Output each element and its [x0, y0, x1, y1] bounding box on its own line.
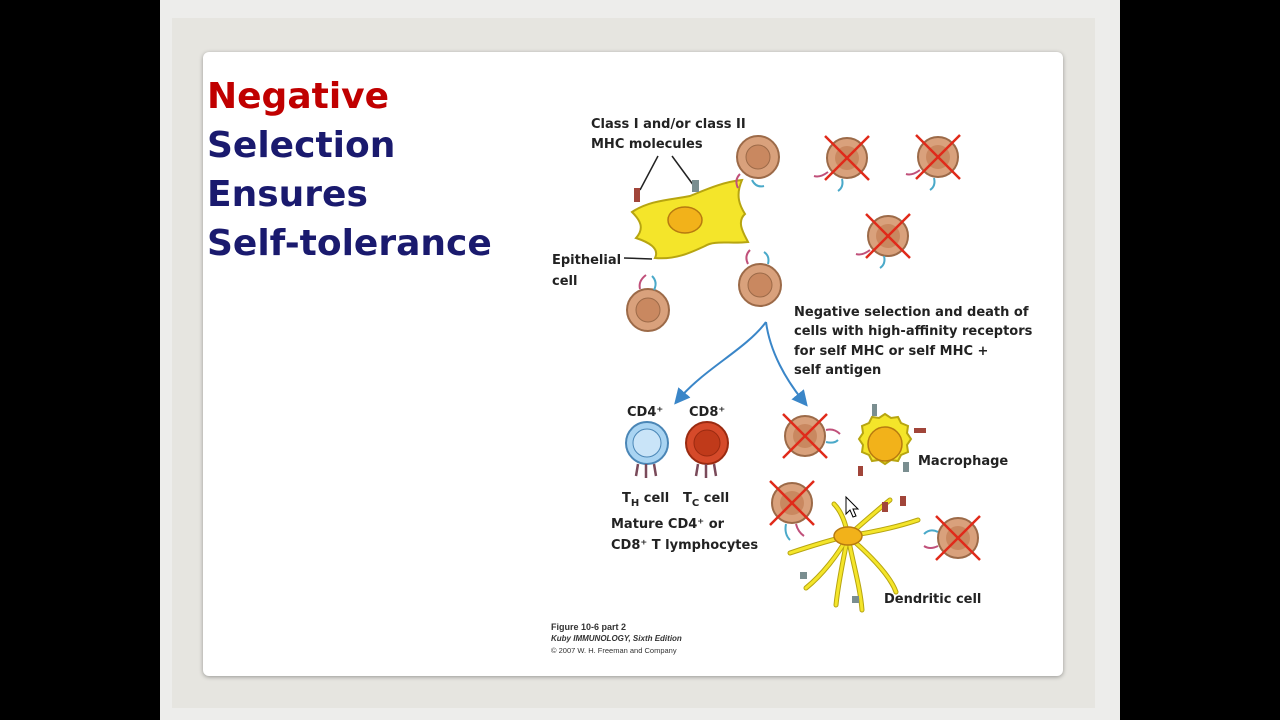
- tc-cell: [685, 421, 729, 478]
- epithelial-label-line1: Epithelial: [552, 253, 621, 268]
- epithelial-nucleus: [667, 206, 703, 234]
- th-tail: cell: [639, 491, 669, 506]
- title-selection: Selection: [207, 125, 396, 166]
- negative-selection-line4: self antigen: [794, 363, 881, 378]
- mhc-pointer-left: [639, 155, 659, 191]
- dendritic-label: Dendritic cell: [884, 592, 981, 607]
- caption-line3: © 2007 W. H. Freeman and Company: [551, 646, 677, 655]
- mhc-molecule-icon: [634, 188, 640, 202]
- caption-line2: Kuby IMMUNOLOGY, Sixth Edition: [551, 634, 682, 643]
- negative-selection-line2: cells with high-affinity receptors: [794, 324, 1033, 339]
- epithelial-pointer: [623, 257, 653, 260]
- th-main: T: [622, 491, 631, 506]
- tc-tail: cell: [699, 491, 729, 506]
- dying-thymocyte: [905, 134, 961, 191]
- x-mark-icon: [915, 134, 961, 180]
- cd8-label: CD8⁺: [689, 405, 725, 420]
- mhc-label-line2: MHC molecules: [591, 137, 703, 152]
- thymocyte-cell: [735, 135, 780, 189]
- dying-thymocyte: [813, 135, 870, 192]
- title-ensures: Ensures: [207, 174, 368, 215]
- caption-line1: Figure 10-6 part 2: [551, 622, 626, 632]
- x-mark-icon: [782, 413, 828, 459]
- th-cell: [625, 421, 669, 478]
- th-cell-label: TH cell: [622, 491, 669, 509]
- dying-thymocyte: [769, 480, 815, 541]
- tc-main: T: [683, 491, 692, 506]
- macrophage-label: Macrophage: [918, 454, 1008, 469]
- mature-label-line2: CD8⁺ T lymphocytes: [611, 538, 758, 553]
- negative-selection-line3: for self MHC or self MHC +: [794, 344, 988, 359]
- negative-selection-line1: Negative selection and death of: [794, 305, 1029, 320]
- macrophage-cell: [857, 404, 926, 476]
- title-self-tolerance: Self-tolerance: [207, 223, 492, 264]
- arrow-to-mature-icon: [674, 321, 767, 405]
- mhc-pointer-right: [671, 155, 695, 187]
- mhc-molecule-icon: [852, 596, 859, 603]
- tc-sub: C: [692, 498, 699, 509]
- x-mark-icon: [935, 515, 981, 561]
- title-negative: Negative: [207, 76, 390, 117]
- cd4-label: CD4⁺: [627, 405, 663, 420]
- thymocyte-cell: [626, 274, 670, 332]
- mouse-cursor-icon: [845, 495, 860, 518]
- mature-label-line1: Mature CD4⁺ or: [611, 517, 725, 532]
- mhc-molecule-icon: [692, 180, 699, 192]
- dendritic-nucleus: [833, 526, 863, 546]
- x-mark-icon: [865, 213, 911, 259]
- tc-cell-label: TC cell: [683, 491, 729, 509]
- x-mark-icon: [824, 135, 870, 181]
- th-sub: H: [631, 498, 639, 509]
- epithelial-label-line2: cell: [552, 274, 577, 289]
- mhc-label-line1: Class I and/or class II: [591, 117, 746, 132]
- thymocyte-cell: [738, 249, 782, 307]
- arrow-to-death-icon: [765, 321, 808, 407]
- dying-thymocyte: [923, 515, 981, 561]
- mhc-molecule-icon: [900, 496, 906, 506]
- mhc-molecule-icon: [882, 502, 888, 512]
- mhc-molecule-icon: [800, 572, 807, 579]
- dying-thymocyte: [782, 413, 841, 459]
- x-mark-icon: [769, 480, 815, 526]
- dying-thymocyte: [855, 213, 911, 269]
